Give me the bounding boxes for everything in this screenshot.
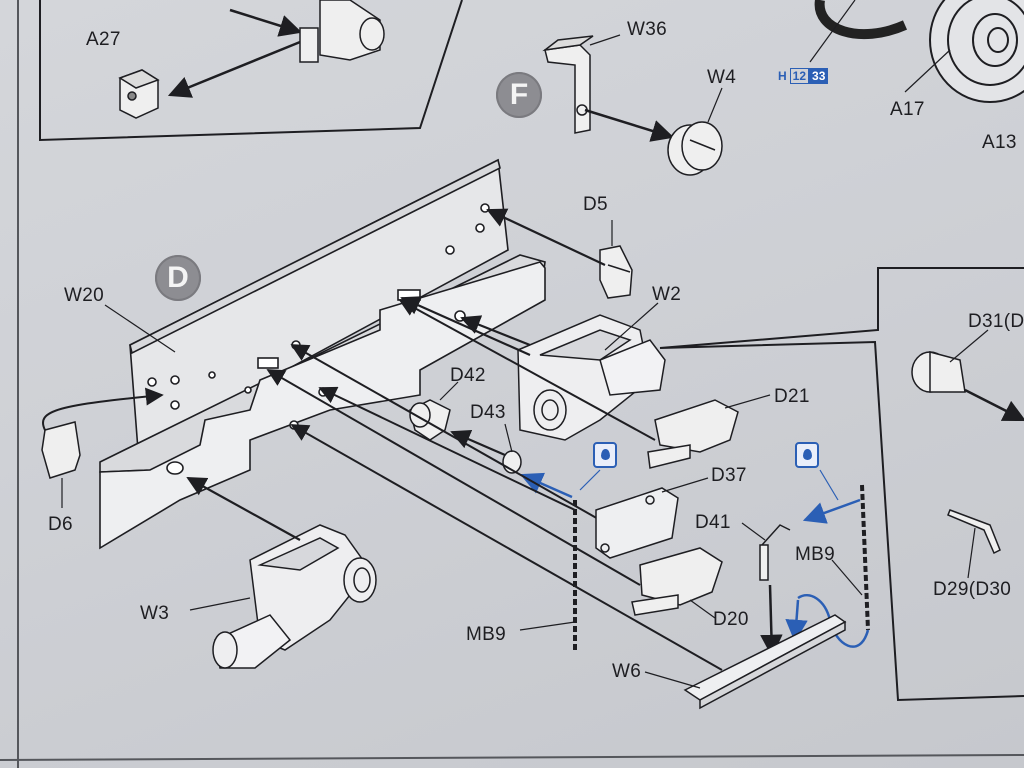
paint-code-1: 12 [789,68,810,84]
leader-d42 [439,381,459,401]
leader-mb9-right [831,559,863,596]
label-a17: A17 [890,99,925,120]
label-d43: D43 [470,402,506,423]
cement-icon [795,442,819,468]
part-d21 [647,399,739,469]
step-badge-d: D [155,255,201,301]
label-d41: D41 [695,512,731,533]
arrow-blue-down [785,599,808,643]
arrow-blue-d43 [519,472,573,499]
label-d20: D20 [713,609,749,630]
arrow-d41 [760,584,783,658]
part-w3 [212,524,377,669]
label-a27: A27 [86,29,121,50]
leader-mb9-left [519,621,576,631]
leader-cement-left [579,469,601,491]
part-d41 [759,524,791,581]
inset-box-top-left [39,0,463,142]
paint-prefix: H [778,69,787,83]
leader-a17 [904,49,951,93]
part-d31 [911,351,966,393]
label-mb9-right: MB9 [795,544,835,565]
arrow-d42 [450,430,506,457]
arrow-frame-2 [266,369,641,586]
leader-w4 [707,87,723,123]
label-w3: W3 [140,603,170,624]
part-d6 [41,421,81,479]
arrow-frame-4 [290,424,723,671]
part-mb9-right [860,484,870,631]
arrow-d5 [486,208,606,266]
label-d37: D37 [711,465,747,486]
leader-w36 [589,34,621,46]
label-d42: D42 [450,365,486,386]
part-d5 [599,245,633,299]
paint-reference: H 12 33 [778,68,829,84]
arrow-d21 [398,299,656,441]
part-w20-plate [99,158,546,550]
leader-cement-right [819,469,839,501]
part-a17-wheel [814,0,1024,103]
label-d6: D6 [48,514,73,535]
part-d37 [595,487,679,559]
leader-w6 [644,671,701,689]
arrow-top [229,8,303,37]
part-d29 [947,509,1001,555]
leader-d37 [661,477,709,493]
leader-paint [809,0,856,63]
inset-box-right [659,267,1024,702]
step-badge-f: F [496,72,542,118]
part-w4 [667,121,723,176]
label-mb9-left: MB9 [466,624,506,645]
part-w36 [542,35,594,134]
arrow-w2-mid [460,315,531,347]
label-d21: D21 [774,386,810,407]
part-a27 [118,69,160,119]
label-w2: W2 [652,284,682,305]
leader-d21 [724,394,771,409]
arrow-w3 [186,477,301,541]
arrow-w4 [584,108,675,142]
part-w6 [683,614,847,710]
label-w36: W36 [627,19,667,40]
leader-d29 [967,527,976,579]
label-d31: D31(D [968,311,1024,332]
part-d20 [631,547,723,616]
leader-d20 [689,599,716,619]
label-w20: W20 [64,285,104,306]
arrow-frame-1 [290,344,601,521]
part-w2 [517,314,666,441]
leader-d41 [741,522,766,541]
part-top-cylinder [299,0,385,63]
paint-code-2: 33 [809,68,829,84]
page-bottom-edge [0,754,1024,761]
leader-w20 [104,304,176,353]
label-d29: D29(D30 [933,579,1012,600]
arrow-blue-mb9 [802,498,861,524]
arrow-d31 [964,388,1024,422]
arrow-frame-3 [318,386,576,511]
leader-w3 [189,597,251,611]
label-w4: W4 [707,67,737,88]
arrow-a27 [167,38,306,98]
label-d5: D5 [583,194,608,215]
label-w6: W6 [612,661,642,682]
leader-d31 [949,329,989,363]
label-a13: A13 [982,132,1017,153]
leader-d43 [504,423,513,453]
arrow-d6 [42,387,164,431]
cement-icon [593,442,617,468]
leader-w2 [604,302,659,351]
